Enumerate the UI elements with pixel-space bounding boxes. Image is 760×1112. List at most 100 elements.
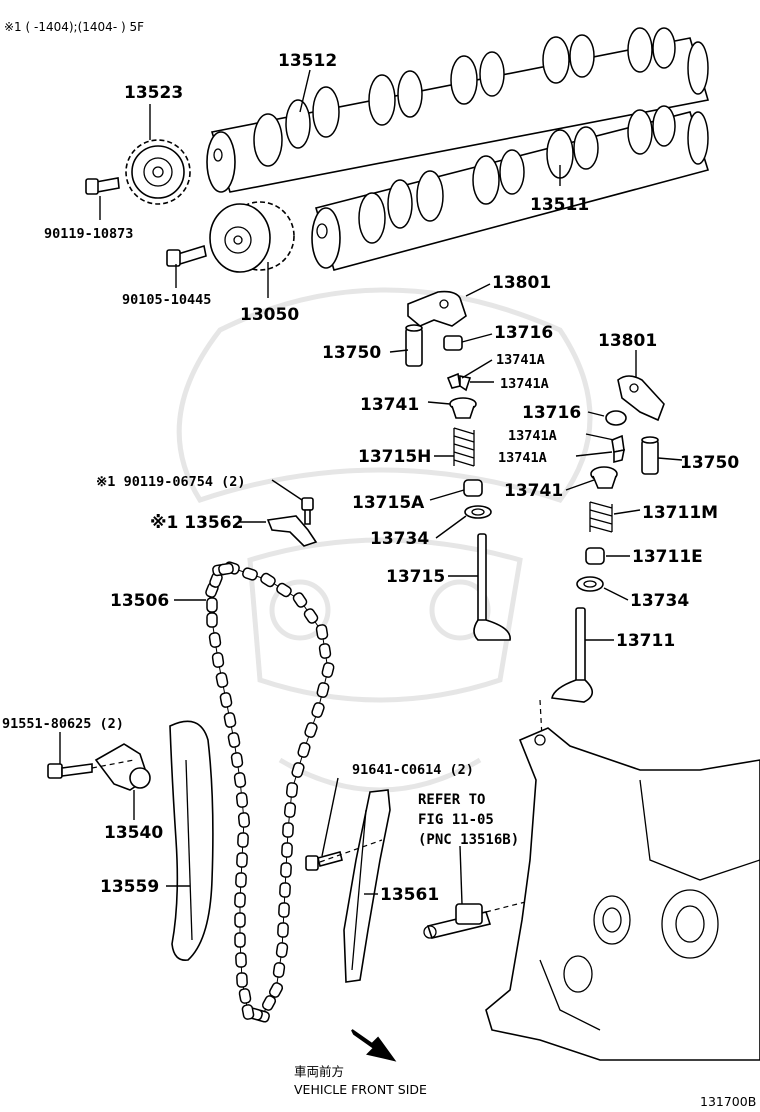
chain-link [227,732,241,748]
chain-link [234,892,246,908]
keepers-13741A-left [446,372,472,392]
bolt-91551-80625 [47,763,93,779]
label-13711: 13711 [616,631,675,651]
chain-link [211,652,225,668]
chain-link [321,662,335,678]
chain-link [285,782,299,798]
chain-link [272,962,286,978]
bolt-90105-10445 [166,244,207,267]
seal-13715A [463,479,483,497]
direction-label-en: VEHICLE FRONT SIDE [294,1082,427,1097]
alignment-line [319,839,383,863]
retainer-13741-left [449,397,477,419]
label-13715A: 13715A [352,493,425,513]
label-13050: 13050 [240,305,299,325]
chain-link [241,1004,255,1020]
label-13741A-3: 13741A [508,428,557,444]
label-13750-left: 13750 [322,343,381,363]
label-13559: 13559 [100,877,159,897]
refer-note-line1: REFER TO [418,792,485,808]
seal-13711E [585,547,605,565]
camshaft-13511 [311,105,710,271]
chain-link [242,567,258,581]
label-13523: 13523 [124,83,183,103]
chain-link [206,612,218,628]
spring-13711M [589,501,613,533]
retainer-13741-right [590,466,618,489]
chain-link [278,902,290,918]
chain-link [223,712,237,728]
keepers-13741A-right [611,434,626,464]
label-13716-right: 13716 [522,403,581,423]
chain-link [236,972,248,988]
front-direction-arrow [351,1029,397,1062]
label-13506: 13506 [110,591,169,611]
chain-link [260,572,276,588]
label-13711E: 13711E [632,547,703,567]
chain-link [238,988,252,1004]
bracket-13562 [266,515,318,547]
chain-slipper-13561 [343,789,391,983]
seat-13734-right [576,576,604,592]
label-13511: 13511 [530,195,589,215]
valve-13711 [551,607,594,703]
direction-label-jp: 車両前方 [294,1064,344,1079]
chain-link [261,995,277,1011]
applicability-note: ※1 ( -1404);(1404- ) 5F [4,20,144,34]
chain-link [283,802,297,818]
valve-13715 [473,533,511,641]
label-90105-10445: 90105-10445 [122,292,211,308]
label-13562: ※1 13562 [150,513,243,533]
chain-link [206,597,218,613]
chain-link [237,812,251,828]
timing-chain-13506 [205,561,335,1023]
label-13734-right: 13734 [630,591,689,611]
chain-link [208,632,222,648]
refer-note-line2: FIG 11-05 [418,812,494,828]
label-91551-80625: 91551-80625 (2) [2,716,124,732]
chain-link [235,792,249,808]
spring-13715H [453,427,475,467]
chain-link [277,922,289,938]
label-13734-left: 13734 [370,529,429,549]
figure-id: 131700B [700,1094,756,1109]
alignment-line [91,759,135,769]
label-13711M: 13711M [642,503,718,523]
chain-link [234,932,246,948]
chain-link [280,862,292,878]
label-13715: 13715 [386,567,445,587]
label-13801-left: 13801 [492,273,551,293]
chain-link [282,822,294,838]
chain-link [315,624,329,640]
chain-link [236,852,248,868]
label-13741-left: 13741 [360,395,419,415]
chain-link [304,722,318,738]
label-13540: 13540 [104,823,163,843]
chain-link [218,562,234,576]
chain-link [303,608,319,624]
label-13512: 13512 [278,51,337,71]
watermark-logo [176,287,593,793]
cylinder-head-block [485,727,760,1061]
bolt-90119-06754 [301,497,314,525]
vvt-gear-13050 [209,201,295,273]
chain-link [235,952,247,968]
label-13741-right: 13741 [504,481,563,501]
sprocket-13523 [125,139,191,205]
chain-link [234,912,246,928]
label-90119-10873: 90119-10873 [44,226,133,242]
chain-link [297,742,311,758]
label-13715H: 13715H [358,447,431,467]
chain-link [281,842,293,858]
chain-link [311,702,325,718]
leader-lines [59,69,683,905]
label-13741A-2: 13741A [500,376,549,392]
lash-adjuster-13750-right [641,436,659,475]
label-13741A-1: 13741A [496,352,545,368]
refer-note-line3: (PNC 13516B) [418,832,519,848]
label-91641-C0614: 91641-C0614 (2) [352,762,474,778]
chain-guide-13559 [169,720,214,961]
camshaft-13512 [206,27,710,193]
shim-13716-right [605,410,627,426]
